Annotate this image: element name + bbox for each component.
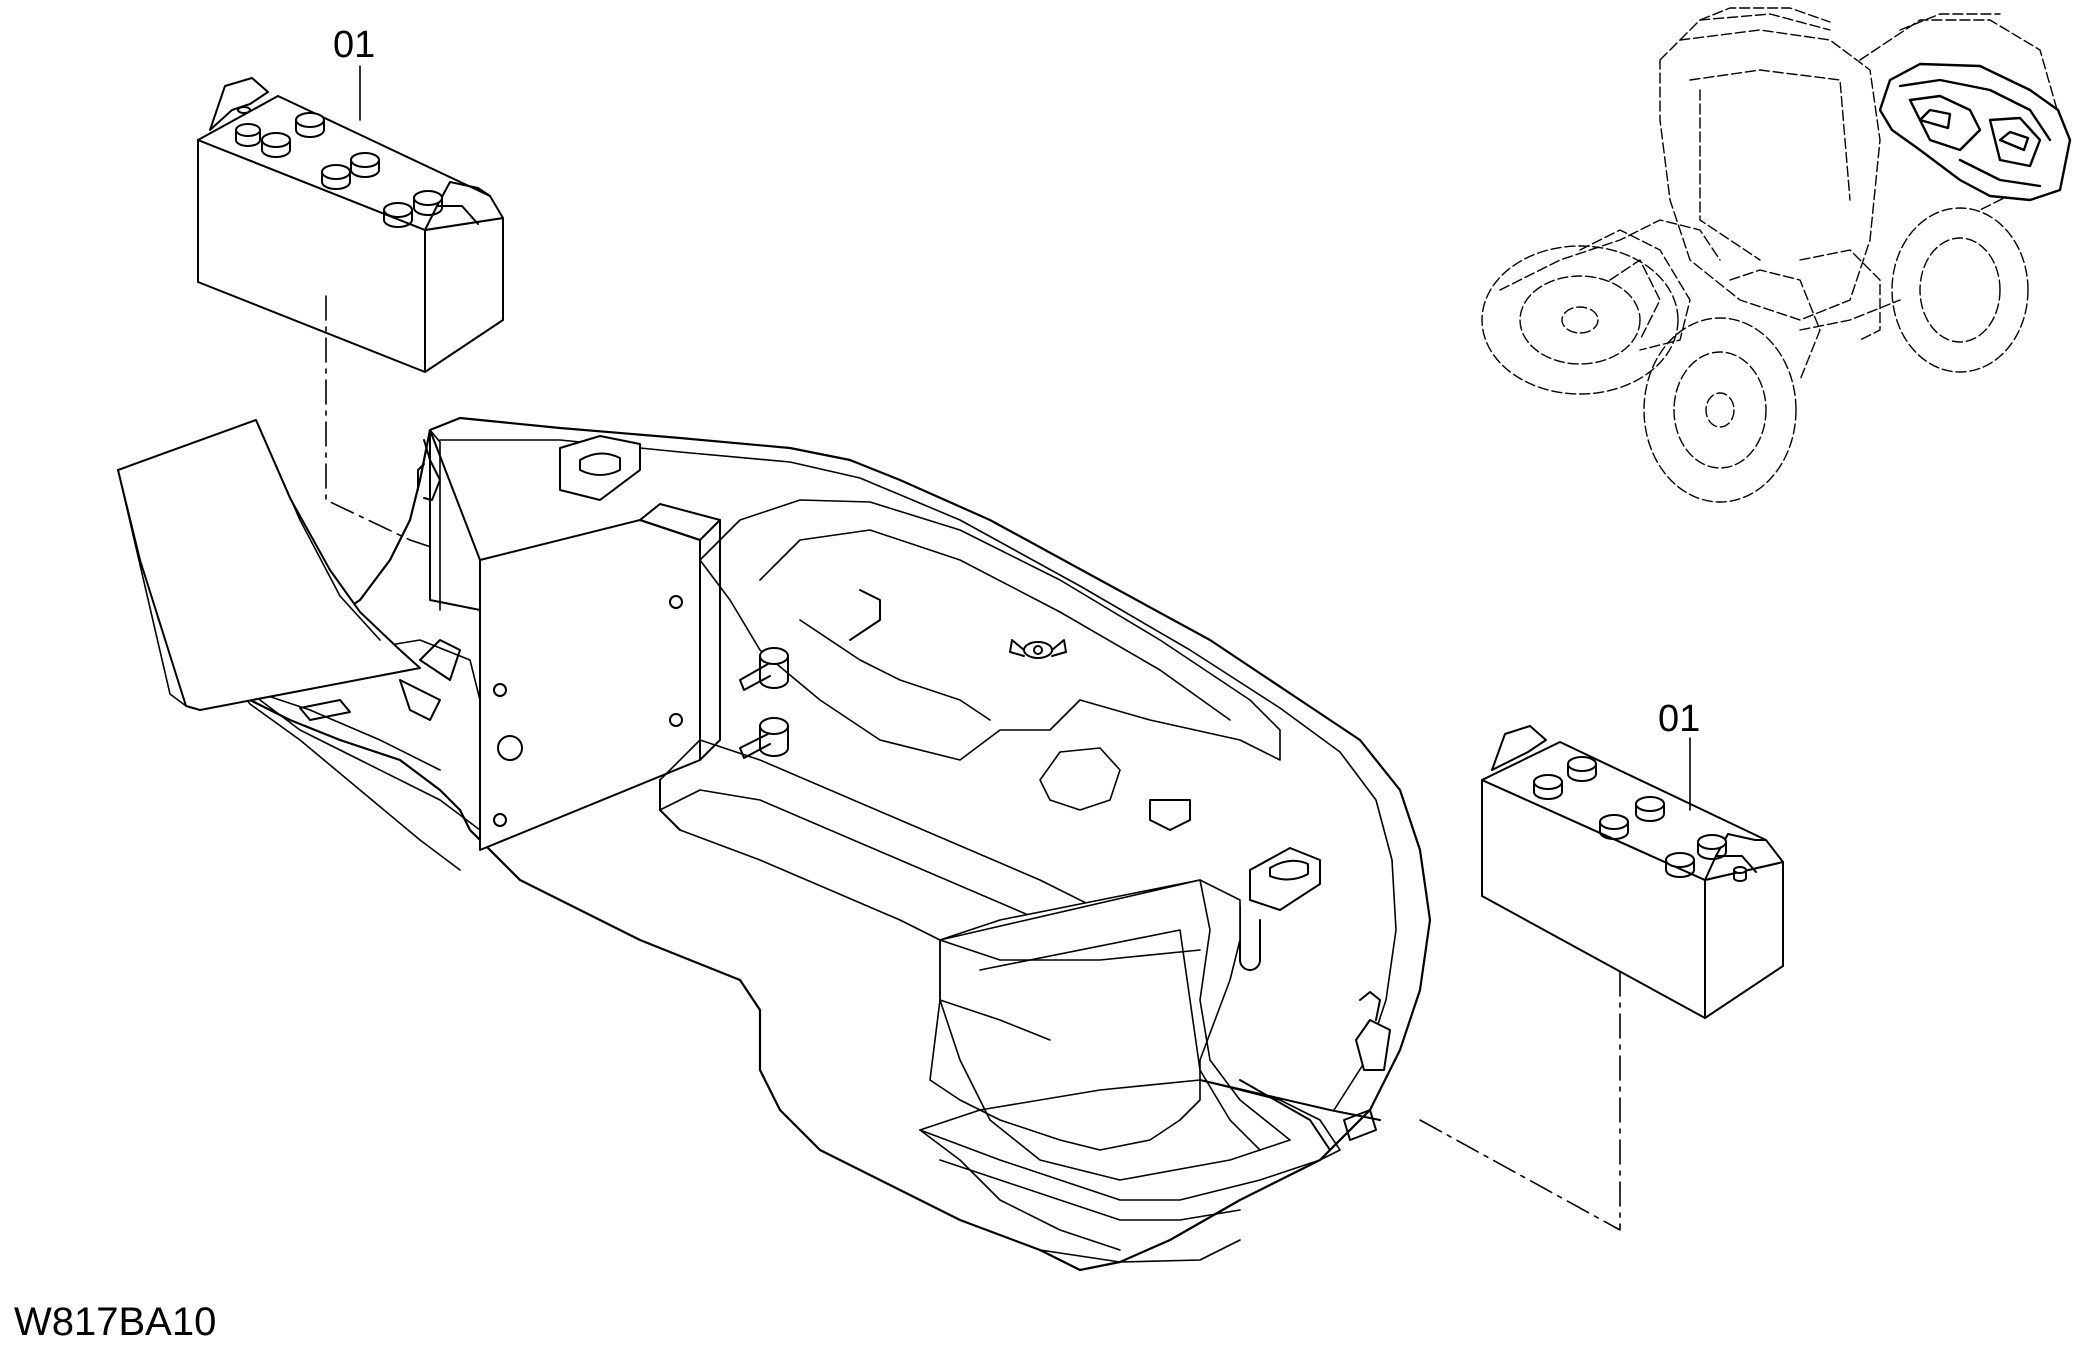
battery-top[interactable] — [198, 66, 503, 372]
callout-label-battery-right[interactable]: 01 — [1658, 698, 1701, 740]
drawing-code: W817BA10 — [14, 1300, 217, 1344]
battery-right[interactable] — [1482, 726, 1783, 1018]
wing-nut — [1010, 640, 1066, 658]
callout-label-battery-top[interactable]: 01 — [333, 24, 376, 66]
overview-battery-box-highlight — [1880, 64, 2070, 200]
mounting-studs — [740, 648, 788, 758]
battery-box-housing — [118, 418, 1430, 1270]
